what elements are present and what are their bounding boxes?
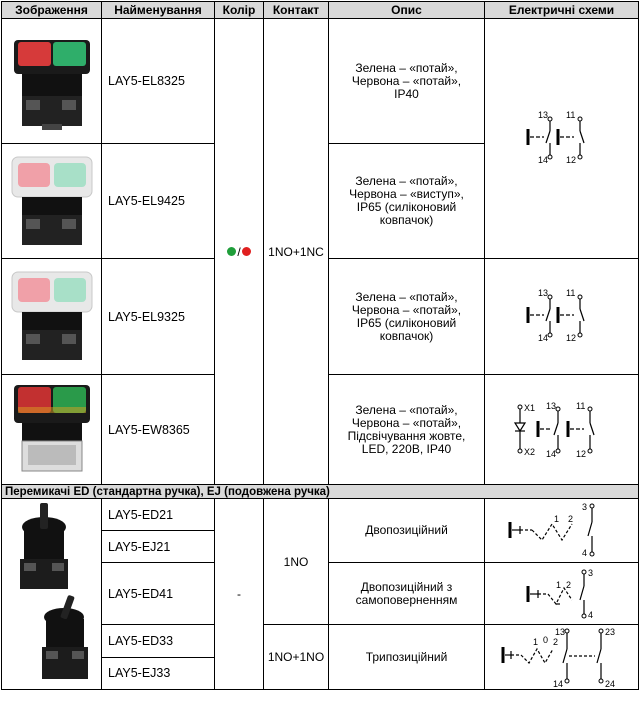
scheme-two-position-return: 1 2 3 4 xyxy=(484,562,639,625)
header-image: Зображення xyxy=(1,1,102,19)
product-description: Зелена – «потай», Червона – «виступ», IP… xyxy=(328,143,485,259)
red-dot-icon xyxy=(241,247,251,257)
svg-text:13: 13 xyxy=(538,288,548,298)
color-cell: - xyxy=(214,498,264,690)
table-row: LAY5-EW8365 Зелена – «потай», Червона – … xyxy=(1,374,639,485)
scheme-two-position: 1 2 3 4 xyxy=(484,498,639,563)
product-name: LAY5-EL9325 xyxy=(101,258,215,375)
product-name: LAY5-EW8365 xyxy=(101,374,215,485)
table-row: LAY5-EL8325 / 1NO+1NC Зелена – «потай», … xyxy=(1,18,639,485)
led-no-nc-scheme-icon: X1 X2 13 14 11 12 xyxy=(513,401,595,459)
table-row: LAY5-ED33 1NO+1NO Трипозиційний 1 0 2 13… xyxy=(2,624,639,690)
svg-text:11: 11 xyxy=(566,110,575,120)
section-title: Перемикачі ED (стандартна ручка), EJ (по… xyxy=(1,484,639,499)
product-description: Зелена – «потай», Червона – «потай», IP6… xyxy=(328,258,485,375)
svg-text:12: 12 xyxy=(566,155,576,165)
svg-text:4: 4 xyxy=(582,548,587,558)
product-image xyxy=(1,143,102,259)
product-description: Зелена – «потай», Червона – «потай», IP4… xyxy=(328,18,485,144)
selector-switch-image xyxy=(19,503,88,679)
pushbutton-silicone-cap-image xyxy=(11,271,92,360)
svg-text:14: 14 xyxy=(546,449,556,459)
svg-text:2: 2 xyxy=(568,514,573,524)
product-image xyxy=(1,258,102,375)
product-name: LAY5-ED21 xyxy=(101,498,215,531)
product-description: Двопозиційний з самоповерненням xyxy=(328,562,485,625)
product-name: LAY5-EL9425 xyxy=(101,143,215,259)
pushbutton-silicone-cap-image xyxy=(11,156,92,245)
product-name: LAY5-EJ21 xyxy=(101,530,215,563)
color-slash: / xyxy=(237,244,241,259)
product-image xyxy=(1,374,102,485)
svg-text:X2: X2 xyxy=(524,447,535,457)
product-table: Зображення Найменування Колір Контакт Оп… xyxy=(1,1,639,690)
svg-text:3: 3 xyxy=(582,502,587,512)
contact-cell: 1NO+1NO xyxy=(263,624,329,690)
svg-text:24: 24 xyxy=(605,679,615,689)
two-position-return-scheme-icon: 1 2 3 4 xyxy=(526,568,593,620)
svg-text:3: 3 xyxy=(588,568,593,578)
svg-text:11: 11 xyxy=(576,401,585,411)
svg-text:14: 14 xyxy=(538,333,548,343)
scheme-no-nc: 13 14 11 12 xyxy=(484,258,639,375)
svg-text:14: 14 xyxy=(553,679,563,689)
product-name: LAY5-EJ33 xyxy=(101,656,215,690)
svg-text:X1: X1 xyxy=(524,403,535,413)
svg-text:12: 12 xyxy=(576,449,586,459)
section-row: Перемикачі ED (стандартна ручка), EJ (по… xyxy=(1,484,639,499)
header-name: Найменування xyxy=(101,1,215,19)
no-nc-scheme-icon: 13 14 11 12 xyxy=(526,110,585,165)
product-image xyxy=(1,498,102,690)
header-color: Колір xyxy=(214,1,264,19)
pushbutton-flush-image xyxy=(13,40,90,130)
header-schemes: Електричні схеми xyxy=(484,1,639,19)
product-name: LAY5-ED41 xyxy=(101,562,215,625)
header-description: Опис xyxy=(328,1,485,19)
svg-text:1: 1 xyxy=(533,637,538,647)
product-description: Зелена – «потай», Червона – «потай», Під… xyxy=(328,374,485,485)
svg-text:13: 13 xyxy=(546,401,556,411)
svg-text:2: 2 xyxy=(566,580,571,590)
scheme-no-nc: 13 14 11 12 xyxy=(484,18,639,259)
table-row: LAY5-EL9425 Зелена – «потай», Червона – … xyxy=(1,143,639,259)
scheme-led-no-nc: X1 X2 13 14 11 12 xyxy=(484,374,639,485)
color-cell: / xyxy=(214,18,264,485)
svg-text:13: 13 xyxy=(538,110,548,120)
svg-text:2: 2 xyxy=(553,637,558,647)
svg-text:11: 11 xyxy=(566,288,575,298)
scheme-three-position: 1 0 2 13 14 23 24 xyxy=(484,624,639,690)
product-name: LAY5-EL8325 xyxy=(101,18,215,144)
header-row: Зображення Найменування Колір Контакт Оп… xyxy=(1,1,639,19)
svg-text:23: 23 xyxy=(605,627,615,637)
product-image xyxy=(1,18,102,144)
header-contact: Контакт xyxy=(263,1,329,19)
product-description: Трипозиційний xyxy=(328,624,485,690)
contact-cell: 1NO xyxy=(263,498,329,625)
no-nc-scheme-icon: 13 14 11 12 xyxy=(526,288,585,343)
svg-text:1: 1 xyxy=(556,580,561,590)
two-position-scheme-icon: 1 2 3 4 xyxy=(508,502,594,558)
product-name: LAY5-ED33 xyxy=(101,624,215,658)
svg-text:13: 13 xyxy=(555,627,565,637)
svg-text:0: 0 xyxy=(543,635,548,645)
svg-text:4: 4 xyxy=(588,610,593,620)
table-row: LAY5-EJ33 xyxy=(2,656,639,690)
svg-text:1: 1 xyxy=(554,514,559,524)
table-row: LAY5-EL9325 Зелена – «потай», Червона – … xyxy=(1,258,639,375)
product-description: Двопозиційний xyxy=(328,498,485,563)
green-dot-icon xyxy=(227,247,237,257)
pushbutton-illuminated-image xyxy=(13,384,90,471)
table-row: LAY5-ED21 - 1NO Двопозиційний 1 2 3 4 xyxy=(1,498,639,690)
three-position-scheme-icon: 1 0 2 13 14 23 24 xyxy=(501,627,615,689)
svg-text:14: 14 xyxy=(538,155,548,165)
contact-cell: 1NO+1NC xyxy=(263,18,329,485)
svg-text:12: 12 xyxy=(566,333,576,343)
